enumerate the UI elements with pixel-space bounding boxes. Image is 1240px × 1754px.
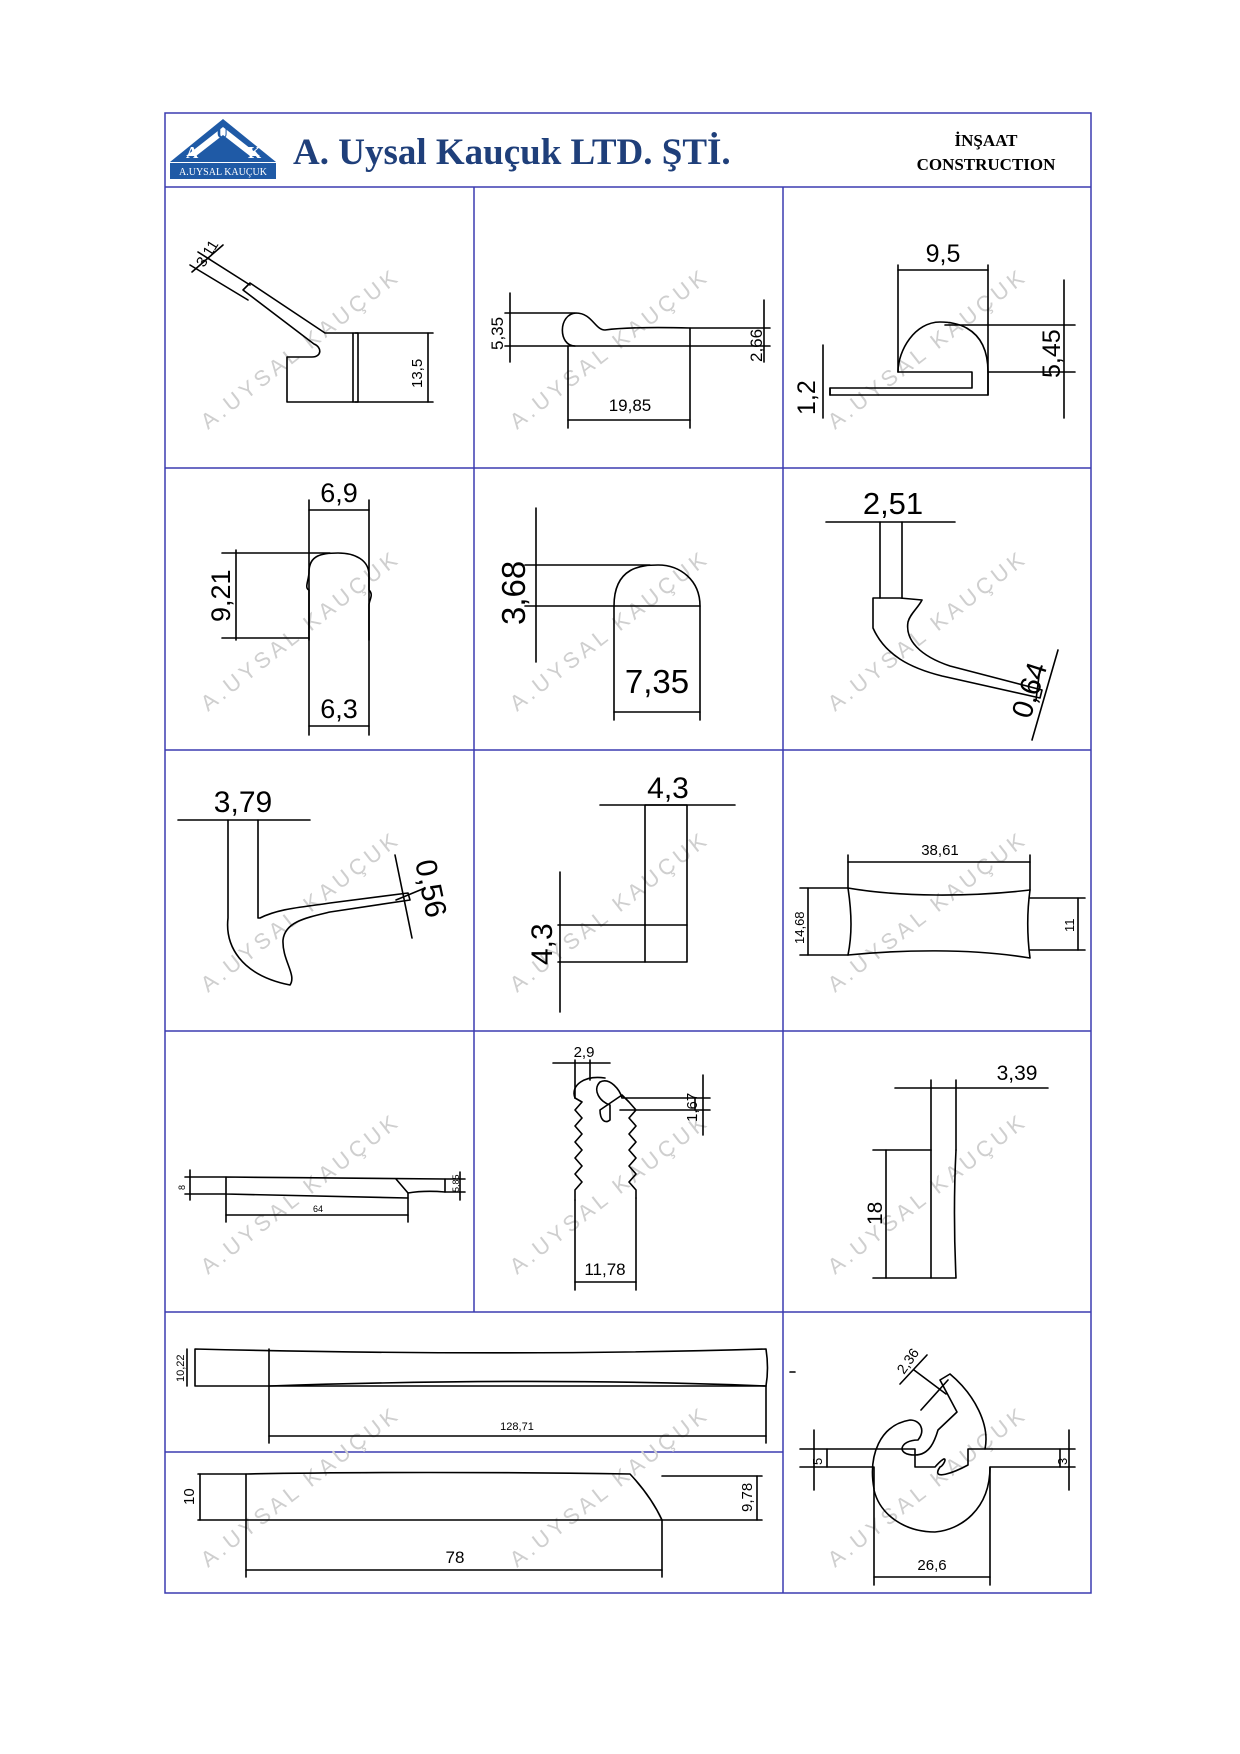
profile-10: 8 5,85 64 <box>177 1169 466 1223</box>
profile-2-outline <box>561 312 691 347</box>
profile-6: 2,51 0,64 <box>825 486 1059 741</box>
watermark-13: A.UYSAL KAUÇUK <box>196 1401 405 1572</box>
profile-6-dim-1: 2,51 <box>863 486 923 521</box>
watermark-7: A.UYSAL KAUÇUK <box>196 826 405 997</box>
profile-11-dim-2: 1,67 <box>684 1093 701 1122</box>
logo-letter-u: U <box>216 123 228 142</box>
profile-3-dim-2: 5,45 <box>1038 329 1066 378</box>
profile-15-dim-4: 26,6 <box>917 1557 946 1574</box>
profile-3-dim-1: 9,5 <box>926 240 961 268</box>
profile-9: 38,61 14,68 11 <box>792 842 1086 959</box>
profile-12-dim-2: 18 <box>864 1202 887 1225</box>
profile-10-dim-1: 8 <box>177 1185 187 1190</box>
profile-10-outline <box>225 1176 446 1199</box>
profile-9-dim-2: 14,68 <box>792 911 807 944</box>
profile-3-dim-3: 1,2 <box>793 380 821 415</box>
profile-14-outline <box>245 1471 663 1521</box>
profile-5-outline <box>613 564 701 607</box>
profile-2-dim-2: 2,66 <box>747 329 766 362</box>
profile-8: 4,3 4,3 <box>526 772 736 1013</box>
profile-12-outline <box>930 1149 957 1279</box>
profile-7-dim-1: 3,79 <box>214 786 272 819</box>
profile-9-dim-1: 38,61 <box>921 842 959 859</box>
profile-13-outline <box>194 1348 769 1387</box>
frame-grid <box>164 112 1092 1594</box>
profile-11-dim-3: 11,78 <box>584 1260 625 1279</box>
profile-6-outline <box>872 597 1043 699</box>
profile-12: 3,39 18 <box>864 1062 1049 1279</box>
profile-4-outline <box>306 552 372 641</box>
profile-9-outline <box>847 887 1031 959</box>
profile-6-dim-2: 0,64 <box>1006 659 1054 723</box>
profile-7-outline <box>226 819 411 986</box>
company-name: A. Uysal Kauçuk LTD. ŞTİ. <box>293 131 731 173</box>
profile-1: 3,11 13,5 <box>189 237 434 403</box>
profile-9-dim-3: 11 <box>1062 919 1077 933</box>
watermark-1: A.UYSAL KAUÇUK <box>196 263 405 434</box>
watermark-12: A.UYSAL KAUÇUK <box>823 1108 1032 1279</box>
watermark-15: A.UYSAL KAUÇUK <box>823 1401 1032 1572</box>
profile-8-dim-1: 4,3 <box>647 772 689 805</box>
profile-1-outline <box>242 282 359 403</box>
profile-4: 6,9 9,21 6,3 <box>206 478 372 736</box>
logo-letter-k: K <box>248 143 262 162</box>
category-en: CONSTRUCTION <box>917 155 1057 174</box>
profile-10-dim-2: 5,85 <box>451 1174 461 1192</box>
profile-14-dim-3: 78 <box>446 1548 465 1567</box>
profile-13-dim-1: 10,22 <box>175 1354 187 1382</box>
profile-15-dim-3: 3 <box>1055 1458 1070 1465</box>
watermark-14: A.UYSAL KAUÇUK <box>505 1401 714 1572</box>
profile-4-dim-1: 6,9 <box>320 478 358 508</box>
watermark-8: A.UYSAL KAUÇUK <box>505 826 714 997</box>
profile-11-outline <box>574 1080 696 1201</box>
profile-14: 10 9,78 78 <box>181 1471 763 1578</box>
logo-letter-a: A <box>186 143 199 162</box>
profile-11-dim-1: 2,9 <box>574 1044 595 1061</box>
profile-5-dim-1: 3,68 <box>495 561 532 625</box>
profile-7-dim-2: 0,56 <box>408 857 452 921</box>
logo-caption: A.UYSAL KAUÇUK <box>179 167 268 178</box>
profile-2-dim-1: 5,35 <box>488 317 507 350</box>
category-tr: İNŞAAT <box>955 131 1019 150</box>
profile-2-dim-3: 19,85 <box>609 396 652 415</box>
profile-11: 2,9 1,67 11,78 <box>552 1044 711 1291</box>
profile-3: 9,5 5,45 1,2 <box>793 240 1076 419</box>
profile-1-dim-2: 13,5 <box>409 359 426 388</box>
profile-14-dim-1: 10 <box>181 1488 198 1505</box>
profile-4-dim-2: 9,21 <box>206 569 236 622</box>
watermark-11: A.UYSAL KAUÇUK <box>505 1108 714 1279</box>
watermark-6: A.UYSAL KAUÇUK <box>823 545 1032 716</box>
profile-5: 3,68 7,35 <box>495 507 701 721</box>
profile-14-dim-2: 9,78 <box>739 1483 756 1512</box>
watermark-3: A.UYSAL KAUÇUK <box>823 263 1032 434</box>
profile-5-dim-2: 7,35 <box>625 663 689 700</box>
profile-13: 10,22 128,71 <box>175 1348 769 1444</box>
profile-2: 5,35 2,66 19,85 <box>488 292 771 429</box>
profile-8-dim-2: 4,3 <box>526 923 559 965</box>
profile-10-dim-3: 64 <box>313 1204 323 1214</box>
company-logo: A U K A.UYSAL KAUÇUK <box>170 119 276 179</box>
profile-12-dim-1: 3,39 <box>997 1062 1038 1085</box>
profile-4-dim-3: 6,3 <box>320 694 358 724</box>
profile-15-dim-2: 5 <box>810 1458 825 1465</box>
profile-13-dim-2: 128,71 <box>500 1421 534 1433</box>
